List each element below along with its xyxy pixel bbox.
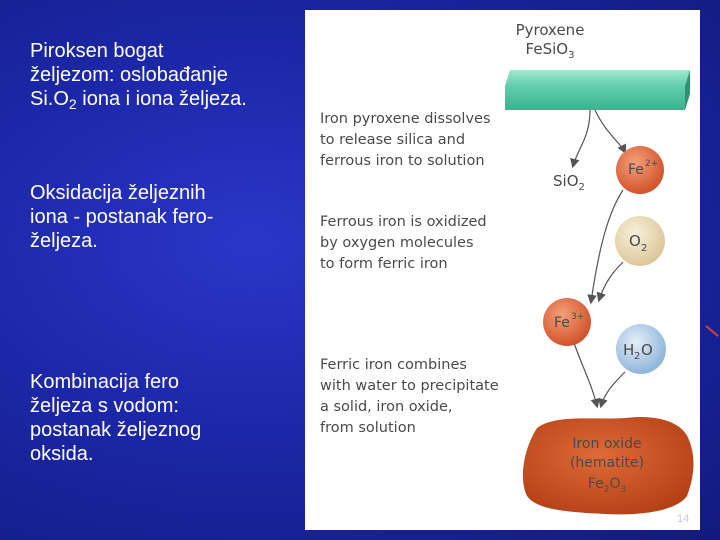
caption-dissolution: Iron pyroxene dissolves to release silic… xyxy=(320,111,491,169)
step1-line1: Piroksen bogat xyxy=(30,40,164,62)
svg-text:Iron pyroxene dissolves: Iron pyroxene dissolves xyxy=(320,111,491,127)
step1-line3-pre: Si.O xyxy=(30,88,69,110)
arrow-ferric-to-oxide xyxy=(572,339,600,409)
pyroxene-crystal xyxy=(505,70,690,110)
step2-text: Oksidacija željeznih iona - postanak fer… xyxy=(30,182,214,252)
pyroxene-label: Pyroxene xyxy=(516,21,585,39)
svg-text:Fe: Fe xyxy=(554,315,570,331)
svg-text:3+: 3+ xyxy=(571,312,584,322)
svg-text:(hematite): (hematite) xyxy=(570,455,644,471)
arrow-to-ferrous xyxy=(594,109,627,155)
diagram-svg: Pyroxene FeSiO3 Iron pyroxene dissolves … xyxy=(320,21,694,525)
svg-text:O: O xyxy=(629,232,641,250)
svg-text:ferrous iron to solution: ferrous iron to solution xyxy=(320,153,485,169)
step3-text: Kombinacija fero željeza s vodom: postan… xyxy=(30,371,202,465)
arrow-oxygen-in xyxy=(596,261,624,303)
svg-text:with water to precipitate: with water to precipitate xyxy=(320,378,499,394)
svg-text:O: O xyxy=(641,341,653,359)
svg-text:Fe2O3: Fe2O3 xyxy=(588,476,626,495)
pyroxene-formula: FeSiO3 xyxy=(526,40,575,61)
decorative-line xyxy=(705,325,719,337)
arrow-water-in xyxy=(598,371,626,409)
svg-text:2: 2 xyxy=(641,243,647,254)
svg-text:H: H xyxy=(623,341,634,359)
arrow-to-silica xyxy=(570,109,591,169)
ferric-ion-sphere: Fe 3+ xyxy=(543,298,591,346)
step1-line2: željezom: oslobađanje xyxy=(30,64,228,86)
step1-line3-post: iona i iona željeza. xyxy=(76,88,247,110)
step1-line3-sub: 2 xyxy=(68,96,77,112)
water-sphere: H 2 O xyxy=(616,324,666,374)
slide-number: 14 xyxy=(677,513,689,525)
weathering-diagram: Pyroxene FeSiO3 Iron pyroxene dissolves … xyxy=(305,10,700,530)
svg-text:from solution: from solution xyxy=(320,420,416,436)
caption-oxidation: Ferrous iron is oxidized by oxygen molec… xyxy=(320,214,487,272)
svg-text:Fe: Fe xyxy=(628,162,644,178)
svg-text:Ferric iron combines: Ferric iron combines xyxy=(320,357,467,373)
arrow-ferrous-to-ferric xyxy=(587,189,624,305)
caption-precipitation: Ferric iron combines with water to preci… xyxy=(320,357,499,436)
svg-text:2+: 2+ xyxy=(645,159,658,169)
oxygen-sphere: O 2 xyxy=(615,216,665,266)
svg-text:Iron oxide: Iron oxide xyxy=(572,436,641,452)
svg-text:a solid, iron oxide,: a solid, iron oxide, xyxy=(320,399,453,415)
svg-text:Ferrous iron is oxidized: Ferrous iron is oxidized xyxy=(320,214,487,230)
svg-text:to release silica and: to release silica and xyxy=(320,132,465,148)
ferrous-ion-sphere: Fe 2+ xyxy=(616,146,664,194)
silica-label: SiO2 xyxy=(553,172,585,193)
iron-oxide-precipitate: Iron oxide (hematite) Fe2O3 xyxy=(522,416,694,515)
svg-text:to form ferric iron: to form ferric iron xyxy=(320,256,448,272)
svg-text:2: 2 xyxy=(634,351,640,362)
svg-text:by oxygen molecules: by oxygen molecules xyxy=(320,235,474,251)
